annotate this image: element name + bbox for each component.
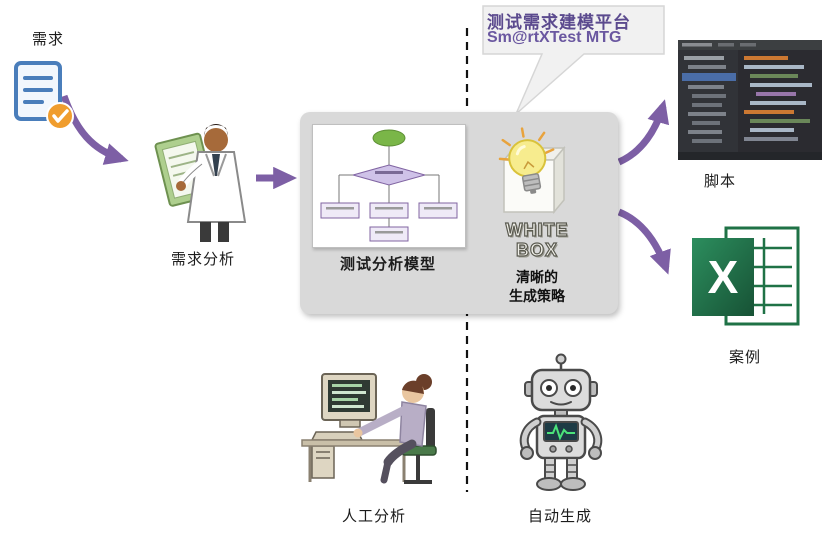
manual-analysis-label: 人工分析 bbox=[341, 508, 406, 525]
test-model-panel bbox=[312, 124, 466, 248]
requirement-document-icon bbox=[14, 61, 74, 130]
strategy-line2: 生成策略 bbox=[509, 287, 565, 304]
platform-title: 测试需求建模平台 bbox=[487, 13, 631, 32]
generation-strategy-caption: 清晰的 生成策略 bbox=[488, 268, 586, 306]
auto-generation-label: 自动生成 bbox=[527, 508, 592, 525]
test-case-label: 案例 bbox=[728, 349, 761, 366]
requirement-label: 需求 bbox=[31, 31, 64, 48]
white-box-line1: WHITE bbox=[505, 220, 569, 241]
robot-icon bbox=[519, 353, 603, 491]
check-badge-icon bbox=[46, 102, 74, 130]
platform-subtitle: Sm@rtXTest MTG bbox=[487, 29, 622, 46]
callout-bubble bbox=[482, 5, 665, 115]
arrow-platform-to-cases bbox=[617, 208, 671, 275]
white-box-caption: WHITE BOX bbox=[490, 220, 584, 261]
strategy-line1: 清晰的 bbox=[516, 269, 558, 285]
arrow-platform-to-script bbox=[617, 99, 670, 166]
flowchart-thumbnail-icon bbox=[320, 129, 458, 242]
lightbulb-icon bbox=[498, 127, 566, 215]
person-at-computer-icon bbox=[301, 373, 437, 484]
script-label: 脚本 bbox=[703, 173, 736, 190]
excel-icon: X bbox=[692, 226, 800, 326]
excel-x-letter: X bbox=[708, 251, 739, 303]
script-editor-screenshot bbox=[678, 40, 822, 160]
requirement-analysis-label: 需求分析 bbox=[170, 251, 235, 268]
analyst-person-icon bbox=[154, 124, 247, 242]
test-analysis-model-label: 测试分析模型 bbox=[339, 256, 436, 273]
white-box-line2: BOX bbox=[515, 239, 558, 260]
